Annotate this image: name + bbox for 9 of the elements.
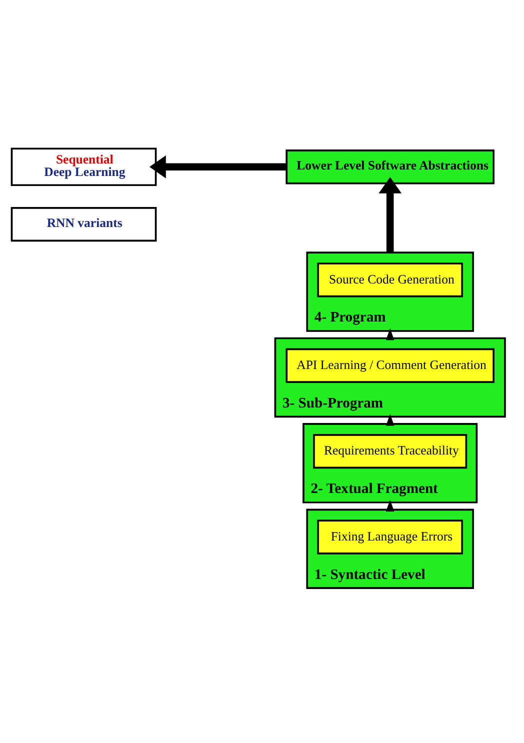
node-box: RNN variants xyxy=(10,206,157,242)
node-box: Requirements Traceability xyxy=(313,434,468,468)
node-box: Sequential Deep Learning xyxy=(10,147,157,186)
node-box: Fixing Language Errors xyxy=(317,519,464,554)
node-box: Source Code Generation xyxy=(317,262,464,297)
arrow xyxy=(150,154,286,178)
node-box: Lower Level Software Abstractions xyxy=(286,149,494,184)
arrow xyxy=(378,176,402,252)
node-box: API Learning / Comment Generation xyxy=(286,348,494,382)
